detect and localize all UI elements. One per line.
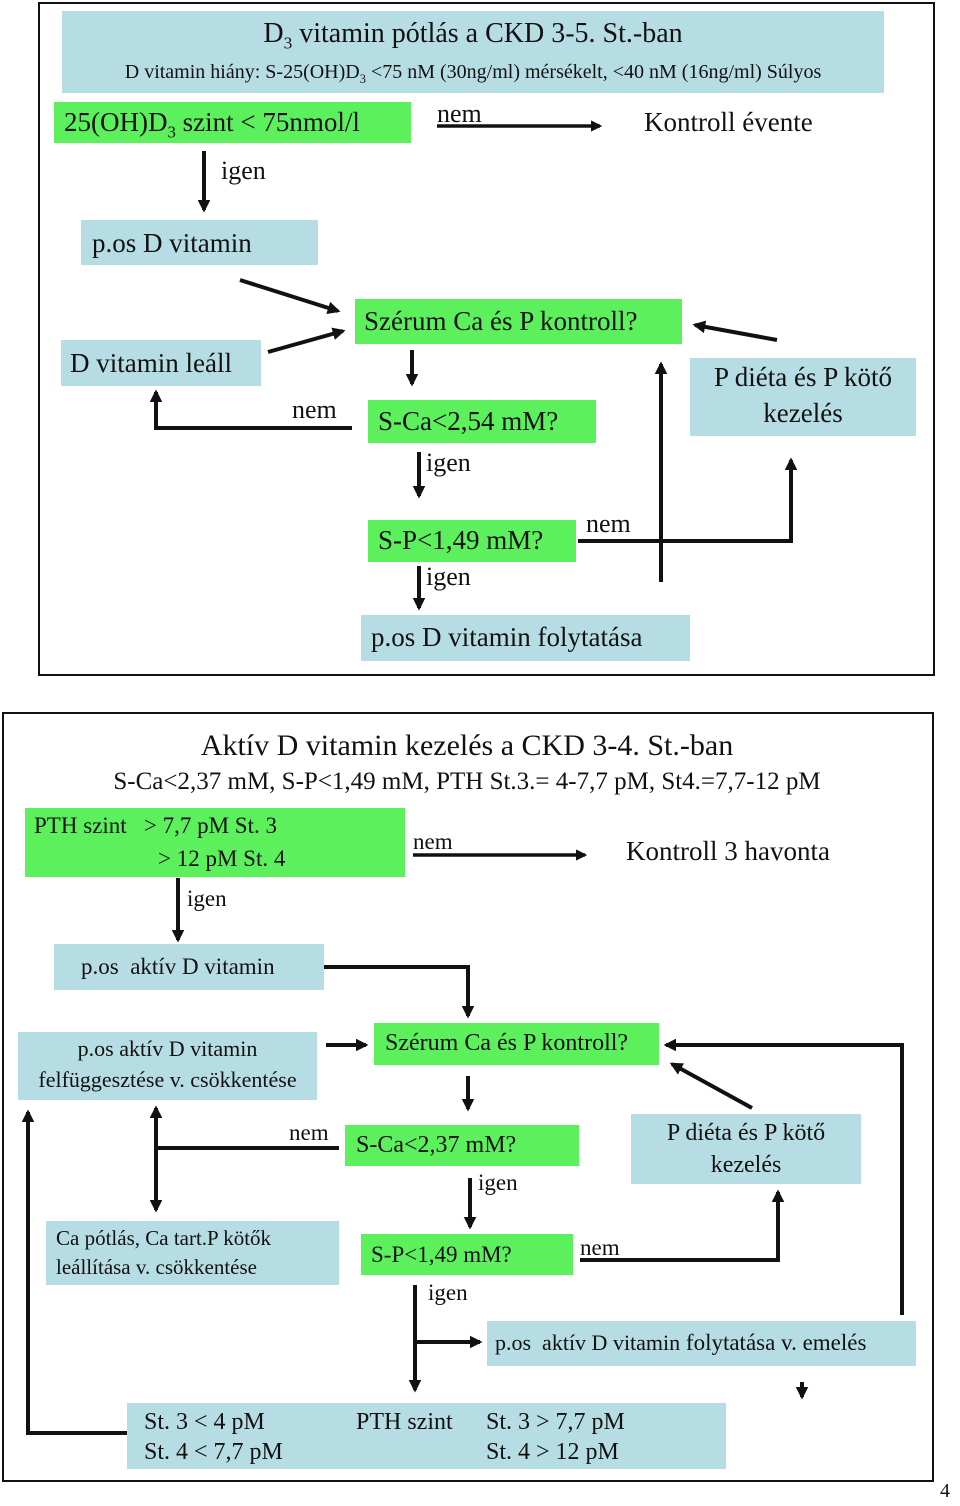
bottom-sca-check-box: S-Ca<2,37 mM? [345,1125,579,1166]
bottom-serum-check-text: Szérum Ca és P kontroll? [385,1030,629,1056]
bottom-pth-low-2: St. 4 < 7,7 pM [144,1439,283,1465]
bottom-igen-label-3: igen [428,1280,468,1305]
top-serum-check-text: Szérum Ca és P kontroll? [364,306,638,336]
bottom-ca-box: Ca pótlás, Ca tart.P kötők leállítása v.… [46,1221,339,1285]
bottom-p-diet-line1: P diéta és P kötő [666,1120,826,1146]
bottom-pth-high-2: St. 4 > 12 pM [486,1439,619,1465]
bottom-oral-active-text: p.os aktív D vitamin [81,954,275,979]
bottom-suspend-box: p.os aktív D vitamin felfüggesztése v. c… [18,1032,317,1100]
bottom-continue-text: p.os aktív D vitamin folytatása v. emelé… [495,1330,866,1356]
bottom-continue-pre: p.os aktív D vitamin [495,1330,681,1355]
bottom-continue-box: p.os aktív D vitamin folytatása v. emelé… [487,1321,916,1366]
bottom-pth-high-1: St. 3 > 7,7 pM [486,1409,625,1435]
bottom-pth-result-box: St. 3 < 4 pM St. 4 < 7,7 pM PTH szint St… [127,1403,726,1469]
bottom-pth-line2: > 12 pM St. 4 [158,846,286,871]
bottom-suspend-line1: p.os aktív D vitamin [77,1036,258,1061]
top-sp-check-box: S-P<1,49 mM? [368,520,576,562]
bottom-flowchart-panel [2,712,934,1482]
bottom-igen-label-2: igen [478,1170,518,1195]
bottom-oral-active-box: p.os aktív D vitamin [54,944,324,990]
bottom-nem-label-2: nem [289,1120,329,1145]
bottom-ca-line2: leállítása v. csökkentése [56,1255,257,1279]
bottom-nem-label-3: nem [580,1235,620,1260]
top-igen-label-2: igen [426,448,471,477]
bottom-pth-low-1: St. 3 < 4 pM [144,1409,265,1435]
top-level-check-box: 25(OH)D3 szint < 75nmol/l [54,102,411,143]
bottom-title: Aktív D vitamin kezelés a CKD 3-4. St.-b… [200,729,734,762]
top-igen-label-3: igen [426,562,471,591]
bottom-p-diet-line2: kezelés [710,1152,782,1178]
top-subtitle: D vitamin hiány: S-25(OH)D3 <75 nM (30ng… [124,61,822,86]
top-nem-label-1: nem [437,99,482,128]
top-p-diet-line1: P diéta és P kötő [714,362,892,392]
bottom-subtitle: S-Ca<2,37 mM, S-P<1,49 mM, PTH St.3.= 4-… [113,768,821,795]
page-number: 4 [940,1480,950,1502]
bottom-ca-line1: Ca pótlás, Ca tart.P kötők [56,1226,272,1250]
bottom-suspend-line2: felfüggesztése v. csökkentése [38,1067,297,1092]
bottom-igen-label-1: igen [187,886,227,911]
top-oral-d-box: p.os D vitamin [81,220,318,265]
bottom-sca-check-text: S-Ca<2,37 mM? [356,1132,517,1158]
top-d-stops-text: D vitamin leáll [70,348,232,378]
top-sca-check-box: S-Ca<2,54 mM? [368,400,596,443]
top-nem-label-3: nem [586,509,631,538]
top-title: D3 vitamin pótlás a CKD 3-5. St.-ban [263,18,683,53]
bottom-pth-label: PTH szint [356,1409,453,1435]
top-p-diet-line2: kezelés [763,398,843,428]
top-serum-check-box: Szérum Ca és P kontroll? [355,299,682,344]
bottom-pth-check-box: PTH szint > 7,7 pM St. 3 > 12 pM St. 4 [25,808,405,877]
bottom-sp-check-text: S-P<1,49 mM? [371,1242,512,1267]
top-sp-check-text: S-P<1,49 mM? [378,525,544,555]
bottom-continue-post: folytatása v. emelés [680,1330,867,1355]
top-control-yearly: Kontroll évente [644,107,813,137]
top-continue-text: p.os D vitamin folytatása [371,622,643,652]
bottom-pth-line1: PTH szint > 7,7 pM St. 3 [34,813,277,838]
top-continue-box: p.os D vitamin folytatása [361,615,690,661]
top-sca-check-text: S-Ca<2,54 mM? [378,406,559,436]
top-d-stops-box: D vitamin leáll [61,340,261,386]
top-nem-label-2: nem [292,395,337,424]
bottom-sp-check-box: S-P<1,49 mM? [361,1234,573,1275]
top-oral-d-text: p.os D vitamin [92,228,252,258]
top-title-box: D3 vitamin pótlás a CKD 3-5. St.-ban D v… [62,11,884,93]
bottom-control-quarterly: Kontroll 3 havonta [626,836,830,866]
top-igen-label-1: igen [221,156,266,185]
top-level-check-text: 25(OH)D3 szint < 75nmol/l [64,107,360,142]
top-p-diet-box: P diéta és P kötő kezelés [690,358,916,436]
bottom-nem-label-1: nem [413,829,453,854]
bottom-serum-check-box: Szérum Ca és P kontroll? [374,1023,659,1065]
bottom-p-diet-box: P diéta és P kötő kezelés [631,1114,861,1184]
top-flowchart-panel [38,2,935,676]
